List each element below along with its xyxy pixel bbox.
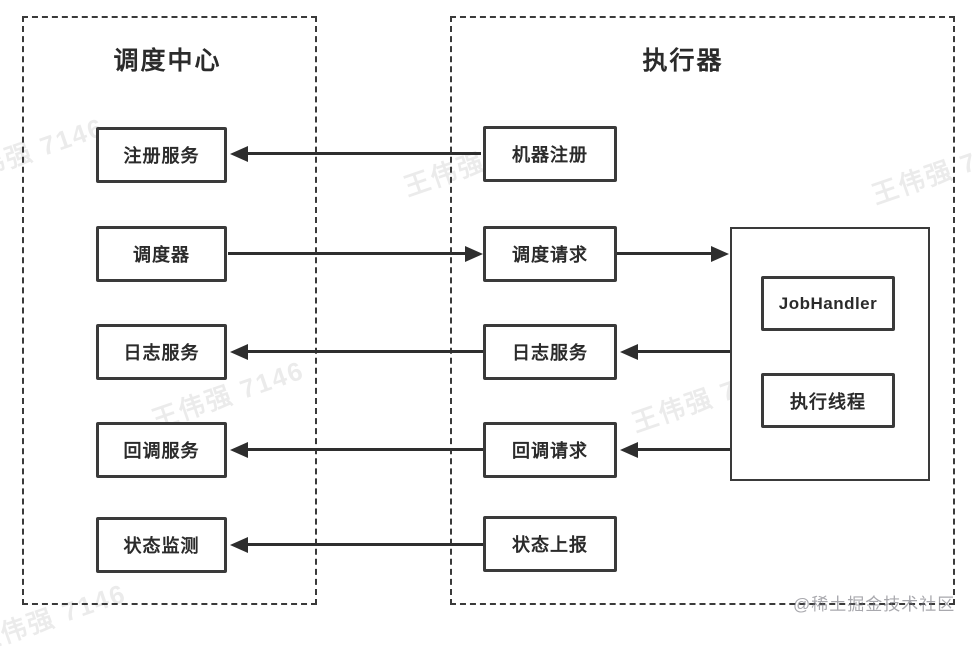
arrow-runtime-to-executor-log-service [620,343,730,360]
arrowhead-left-icon [230,145,248,162]
diagram-canvas: 王伟强 7146 王伟强 7146 王伟强 7146 王伟强 7146 王伟强 … [0,16,976,658]
community-credit-watermark: @稀土掘金技术社区 [793,595,956,614]
node-scheduler: 调度器 [96,226,227,282]
executor-group [450,16,955,605]
arrowhead-left-icon [620,441,638,458]
arrow-callback-request-to-callback-service [230,441,483,458]
node-status-report: 状态上报 [483,516,617,572]
node-machine-register: 机器注册 [483,126,617,182]
arrow-machine-register-to-register-service [230,145,481,162]
node-register-service: 注册服务 [96,127,227,183]
node-execute-thread: 执行线程 [761,373,895,428]
arrowhead-left-icon [230,536,248,553]
arrow-status-report-to-status-monitor [230,536,483,553]
arrowhead-left-icon [620,343,638,360]
node-jobhandler: JobHandler [761,276,895,331]
arrow-scheduler-to-dispatch-request [228,245,483,262]
node-log-service-executor: 日志服务 [483,324,617,380]
node-status-monitor: 状态监测 [96,517,227,573]
arrowhead-left-icon [230,343,248,360]
executor-runtime-box [730,227,930,481]
arrow-dispatch-request-to-runtime [617,245,729,262]
node-callback-request: 回调请求 [483,422,617,478]
arrow-executor-log-to-center-log-service [230,343,483,360]
node-dispatch-request: 调度请求 [483,226,617,282]
node-callback-service: 回调服务 [96,422,227,478]
arrowhead-right-icon [711,245,729,262]
arrowhead-left-icon [230,441,248,458]
node-log-service-center: 日志服务 [96,324,227,380]
executor-title: 执行器 [642,47,724,75]
arrowhead-right-icon [465,245,483,262]
scheduler-center-title: 调度中心 [113,47,222,75]
scheduler-center-group [22,16,317,605]
arrow-runtime-to-callback-request [620,441,730,458]
